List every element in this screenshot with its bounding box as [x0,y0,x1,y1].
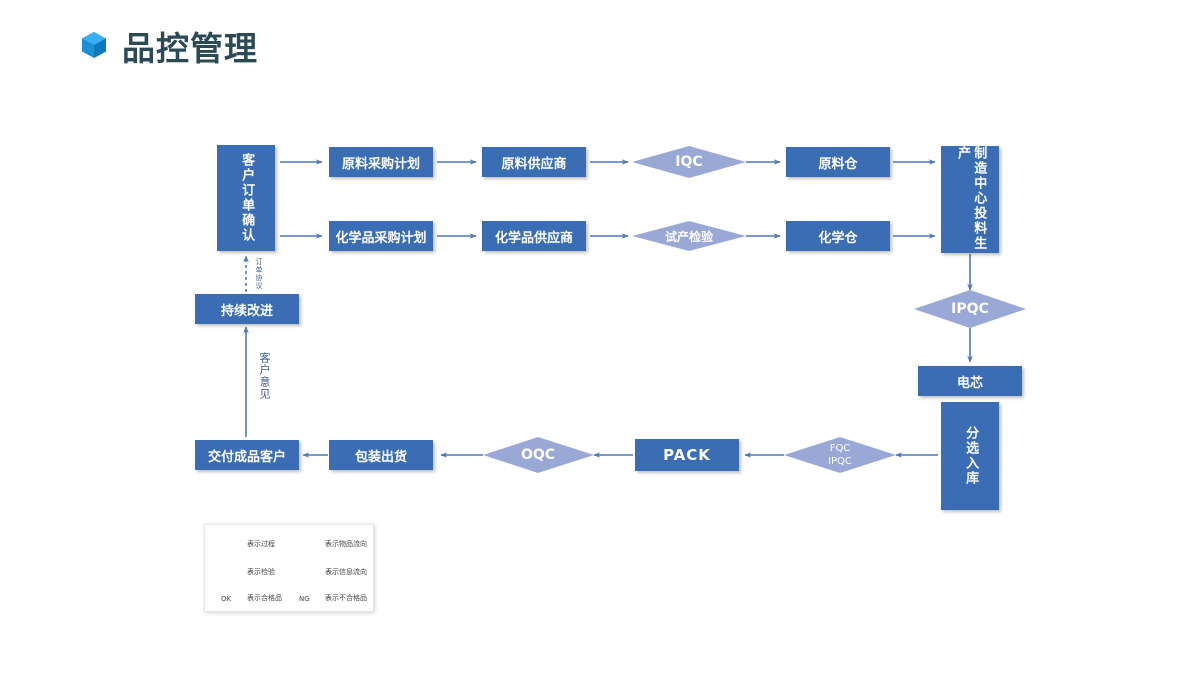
diamond-iqc [632,146,746,178]
diamond-fqc-ipqc [784,437,896,473]
pack-box: PACK [635,439,739,471]
ship-box: 包装出货 [329,440,433,470]
legend-ng-text: 表示不合格品 [325,594,367,602]
improve-box: 持续改进 [195,294,299,324]
legend-ok: OK [221,595,232,603]
ipqc2-label: IPQC [828,455,852,467]
diamond-ipqc [914,290,1026,328]
deliver-box: 交付成品客户 [195,440,299,470]
legend-process-text: 表示过程 [247,540,275,548]
diamond-oqc [483,437,594,473]
hexagon-cube-icon [82,32,106,58]
chem-plan-box: 化学品采购计划 [329,221,433,251]
diamond-trial-inspect [632,221,746,251]
chem-supplier-box: 化学品供应商 [482,221,586,251]
legend-info-text: 表示信息流向 [325,568,367,576]
sort-box: 分选入库 [941,402,999,510]
trial-inspect-label: 试产检验 [664,229,713,244]
order-agreement-label: 订单协议 [255,258,263,290]
legend: 表示过程 表示物品流向 表示检验 表示信息流向 OK 表示合格品 NG 表示不合… [204,524,374,612]
raw-wh-box: 原料仓 [786,147,890,177]
cell-box: 电芯 [918,366,1022,396]
legend-inspection-text: 表示检验 [247,568,275,576]
raw-plan-box: 原料采购计划 [329,147,433,177]
oqc-label: OQC [520,447,556,463]
iqc-label: IQC [675,154,703,170]
order-confirm-box: 客户订单确认 [217,145,275,251]
production-box: 制造中心投料生产 [941,146,999,253]
legend-ok-text: 表示合格品 [247,594,282,602]
legend-ng: NG [299,595,310,603]
ipqc-label: IPQC [951,301,989,317]
legend-material-text: 表示物品流向 [325,540,367,548]
customer-feedback-label: 客户意见 [258,352,271,400]
fqc-label: FQC [829,442,851,454]
raw-supplier-box: 原料供应商 [482,147,586,177]
chem-wh-box: 化学仓 [786,221,890,251]
page-title: 品控管理 [122,29,258,68]
